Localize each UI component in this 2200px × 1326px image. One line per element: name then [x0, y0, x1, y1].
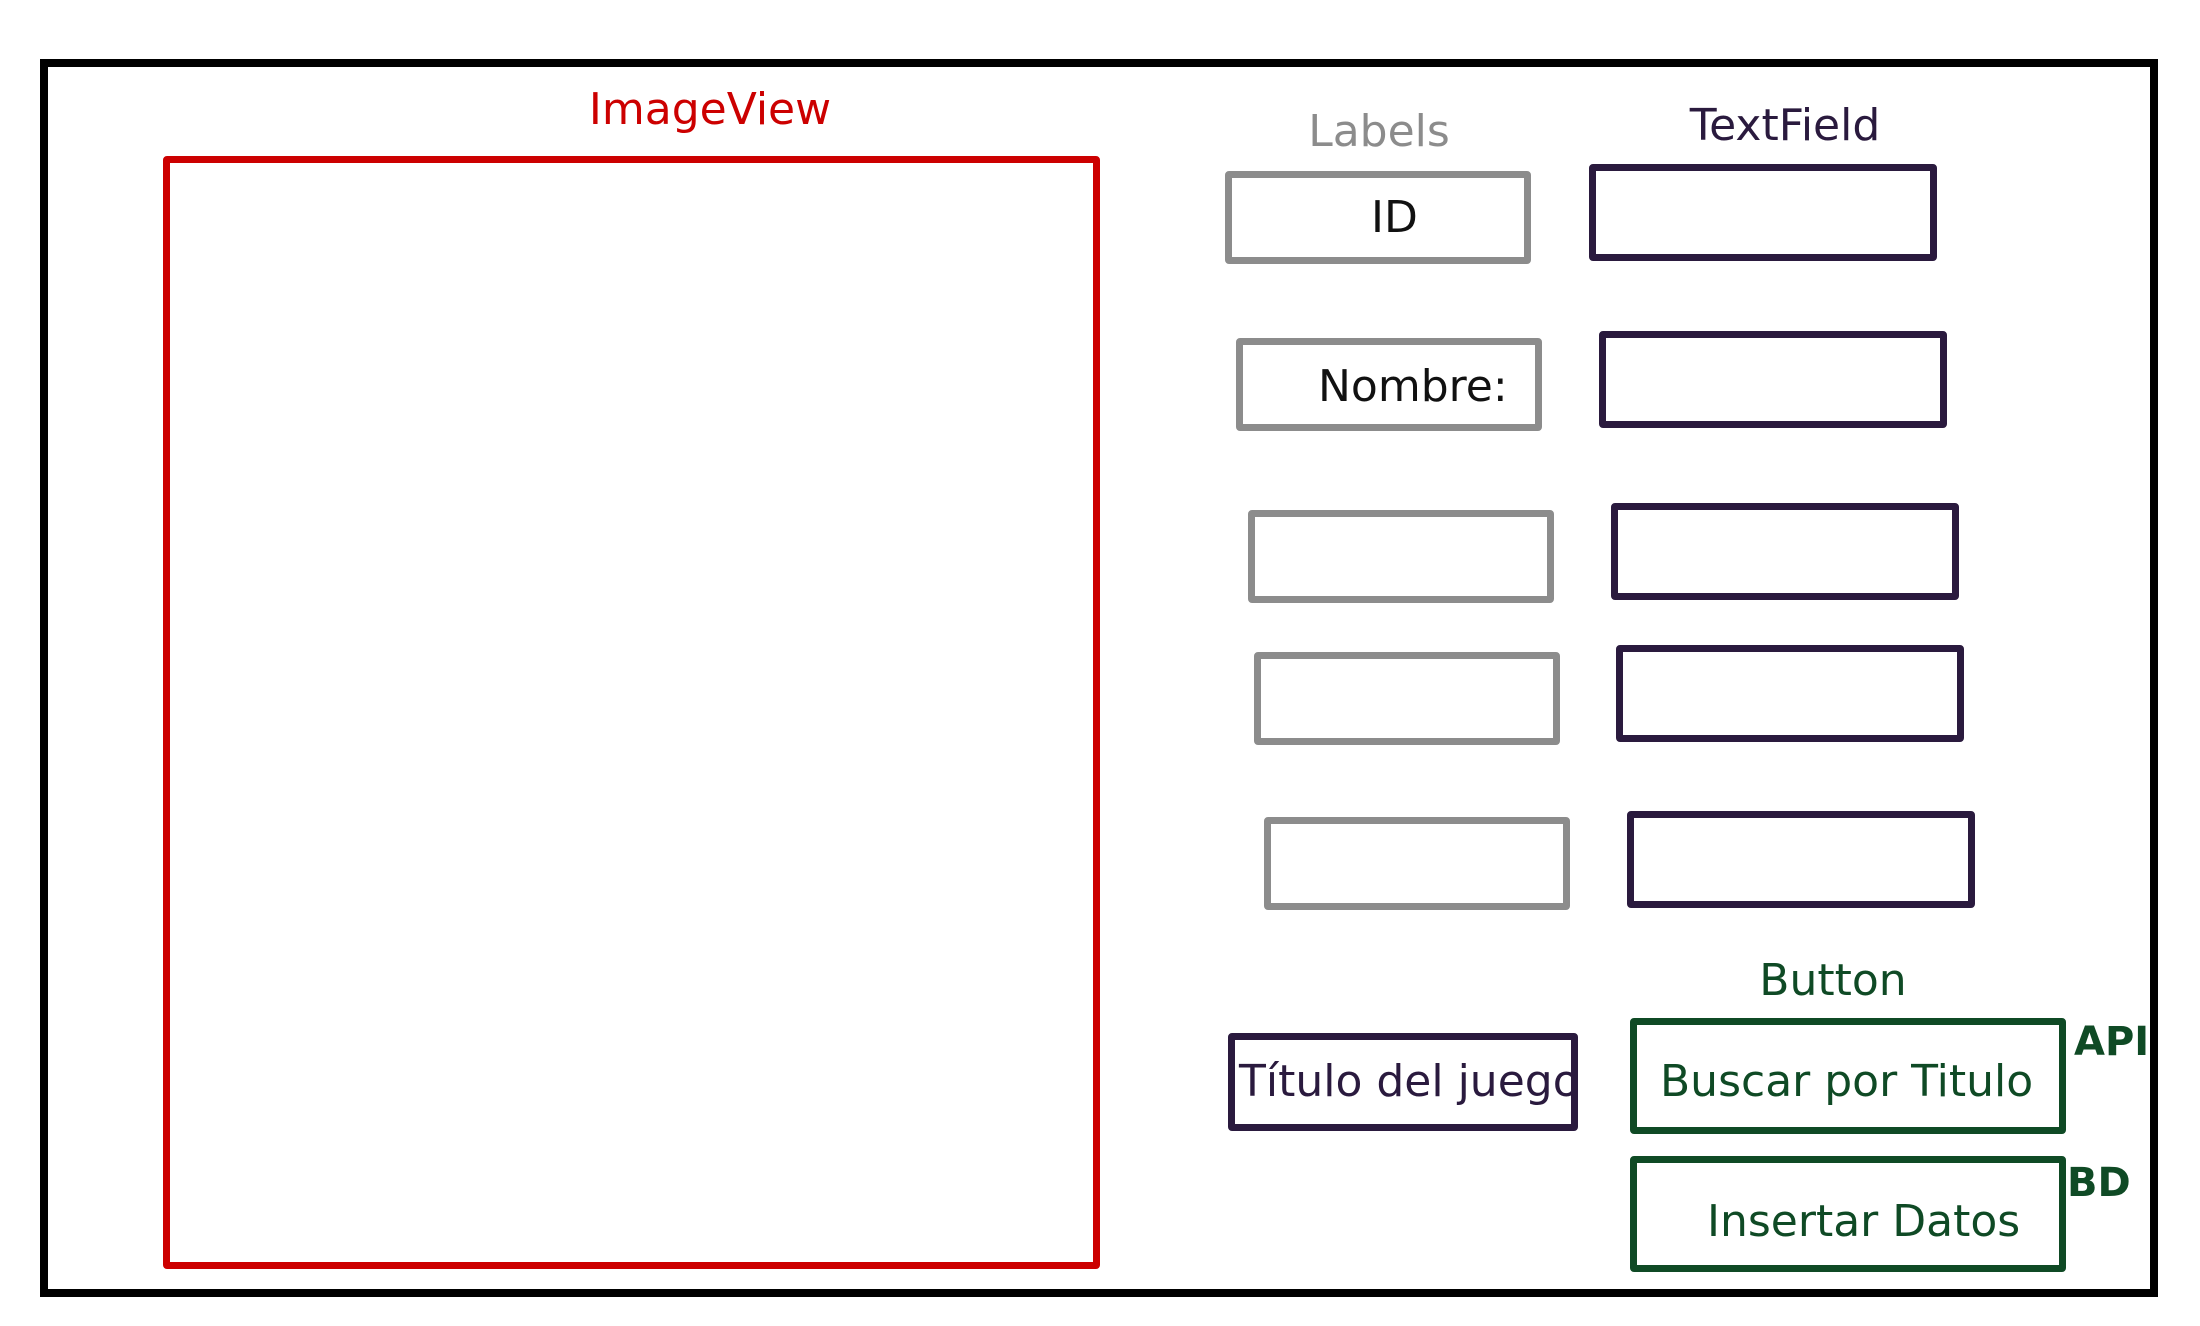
insert-data-button[interactable]: Insertar Datos: [1630, 1156, 2066, 1272]
search-by-title-button[interactable]: Buscar por Titulo: [1630, 1018, 2066, 1134]
label-nombre-text: Nombre:: [1318, 361, 1508, 412]
game-title-label-text: Título del juego: [1239, 1056, 1580, 1107]
bd-tag: BD: [2067, 1160, 2131, 1206]
labels-caption: Labels: [1308, 106, 1450, 157]
label-id-text: ID: [1371, 192, 1418, 243]
text-field-nombre[interactable]: [1599, 331, 1947, 428]
textfield-caption: TextField: [1689, 100, 1881, 151]
text-field-id[interactable]: [1589, 164, 1937, 261]
label-nombre: Nombre:: [1236, 338, 1542, 431]
search-by-title-button-label: Buscar por Titulo: [1660, 1056, 2034, 1107]
image-view-caption: ImageView: [588, 84, 832, 135]
label-5: [1264, 817, 1570, 910]
label-3: [1248, 510, 1554, 603]
image-view: [163, 156, 1100, 1269]
text-field-5[interactable]: [1627, 811, 1975, 908]
text-field-3[interactable]: [1611, 503, 1959, 600]
button-caption: Button: [1759, 955, 1907, 1006]
insert-data-button-label: Insertar Datos: [1707, 1196, 2021, 1247]
api-tag: API: [2074, 1019, 2150, 1065]
game-title-label: Título del juego: [1228, 1033, 1580, 1131]
window-frame: [40, 59, 2158, 1297]
label-id: ID: [1225, 171, 1531, 264]
label-4: [1254, 652, 1560, 745]
text-field-4[interactable]: [1616, 645, 1964, 742]
